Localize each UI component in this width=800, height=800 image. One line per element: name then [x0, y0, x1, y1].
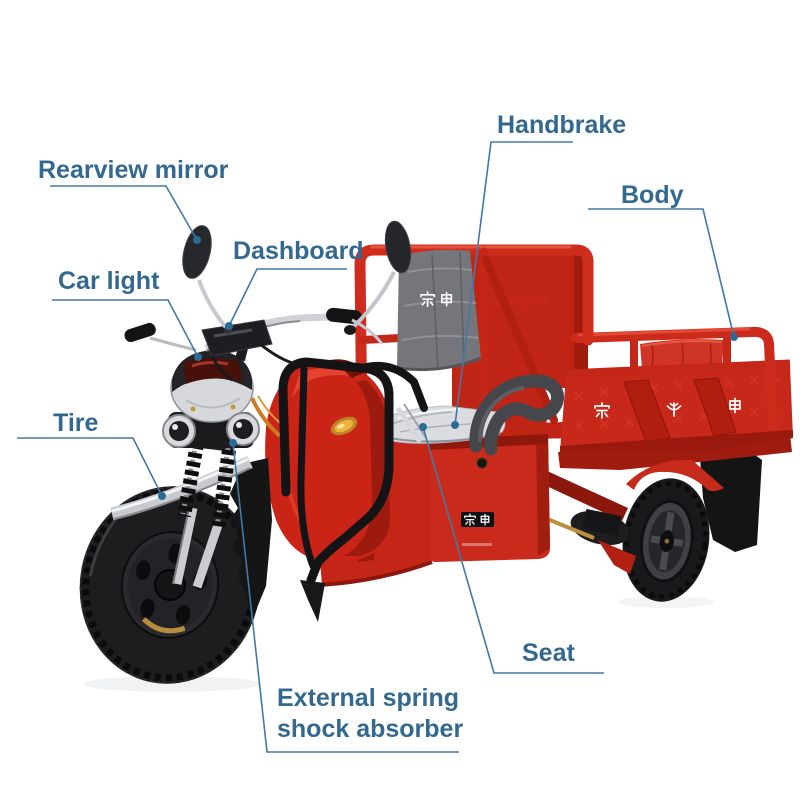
callout-tire: Tire: [53, 409, 99, 437]
left-mirror: [182, 225, 232, 334]
orange-cable: [250, 397, 282, 438]
rear-fender: [626, 459, 724, 492]
top-rail: [571, 326, 778, 433]
grab-handle: [469, 374, 564, 456]
mid-rail: [565, 359, 791, 379]
front-mudflap: [230, 458, 272, 620]
callout-car-light: Car light: [58, 267, 160, 295]
front-wheel-shadow: [84, 676, 260, 692]
crash-guard: [278, 357, 428, 585]
gray-backrest-cover: [396, 249, 482, 372]
rear-wheel: [622, 478, 710, 602]
leader-line-handbrake: [454, 141, 573, 426]
leader-dot-dashboard: [225, 322, 233, 330]
rear-wheel-shadow: [618, 596, 714, 608]
leader-dot-shock-absorber: [229, 439, 237, 447]
leader-dot-body: [730, 333, 738, 341]
leader-line-shock-absorber: [232, 442, 459, 753]
kickstand: [300, 580, 325, 622]
rear-mudflap: [700, 450, 762, 552]
leader-dot-tire: [158, 492, 166, 500]
callout-handbrake: Handbrake: [497, 111, 627, 139]
leader-line-body: [588, 208, 735, 338]
left-grip: [124, 322, 156, 343]
tarp-roll: [640, 339, 724, 371]
rail-posts: [630, 333, 731, 372]
brake-lever-right: [351, 318, 384, 345]
spring-coil-right: [211, 449, 236, 531]
leader-line-tire: [17, 437, 163, 497]
callout-dashboard: Dashboard: [233, 237, 364, 265]
gold-brake-arm: [141, 617, 186, 634]
right-mirror: [344, 220, 412, 335]
cargo-panel-left-char: [594, 402, 610, 419]
backrest-cover-brand-text: [420, 291, 453, 308]
twin-front-lights: [162, 412, 260, 448]
callout-rearview-mirror: Rearview mirror: [38, 156, 229, 184]
leader-line-rearview-mirror: [50, 185, 198, 241]
keyhole: [476, 457, 488, 469]
callout-seat: Seat: [522, 639, 575, 667]
leader-dot-seat: [419, 423, 427, 431]
leader-dot-car-light: [194, 353, 202, 361]
chrome-trim: [395, 406, 423, 444]
stake-brace: [623, 379, 671, 443]
brake-lever-left: [149, 336, 197, 352]
leader-dot-handbrake: [451, 421, 459, 429]
zongshen-emblem: [666, 402, 682, 417]
callout-body: Body: [621, 181, 684, 209]
cargo-panel-right-char: [729, 397, 741, 414]
box-bottom-edge: [560, 430, 793, 452]
callout-shock-absorber: External spring shock absorber: [277, 684, 464, 743]
stake-brace: [693, 377, 737, 437]
dashboard-panel: [201, 319, 297, 382]
leader-line-car-light: [52, 299, 199, 358]
leader-line-dashboard: [228, 268, 347, 327]
callout-leaders: [17, 141, 738, 753]
spring-coil-left: [177, 442, 204, 518]
gold-linkage: [544, 516, 595, 540]
front-fairing: [250, 359, 392, 560]
leader-line-seat: [422, 426, 604, 674]
leader-dot-rearview-mirror: [193, 236, 201, 244]
amber-reflector: [330, 416, 358, 436]
